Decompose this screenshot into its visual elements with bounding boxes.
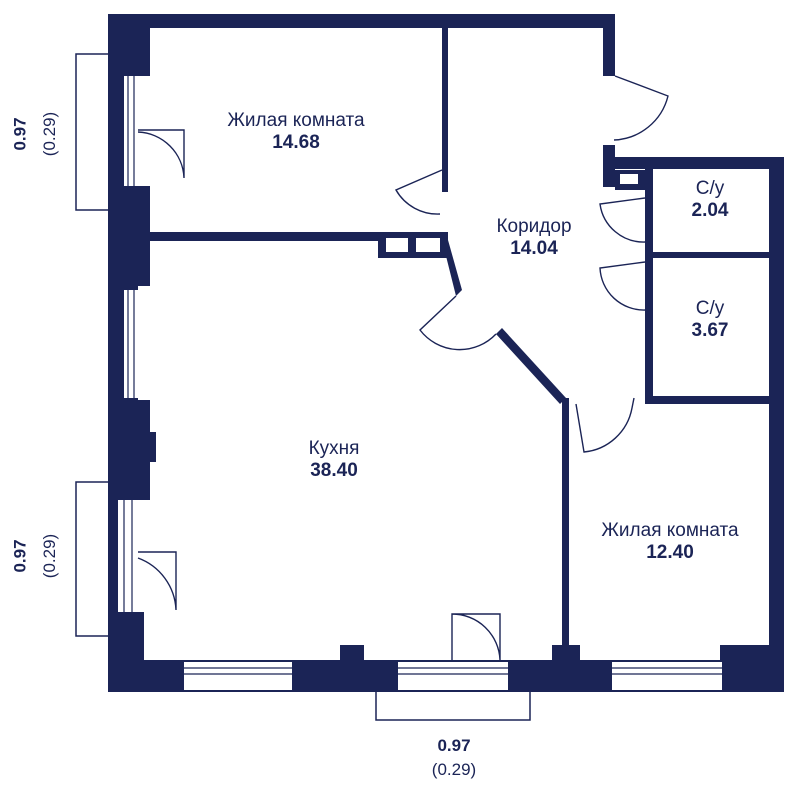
room-area: 12.40	[646, 542, 694, 563]
balcony-1-area-reduced: (0.29)	[40, 111, 60, 157]
balcony-2-area-reduced: (0.29)	[40, 533, 60, 579]
balcony-2-area: 0.97	[10, 539, 30, 573]
room-bathroom-1: С/у 2.04	[692, 178, 729, 222]
balcony-1-area: 0.97	[10, 117, 30, 151]
room-living-2: Жилая комната 12.40	[601, 520, 738, 564]
room-name: Коридор	[496, 216, 572, 237]
room-living-1: Жилая комната 14.68	[227, 110, 364, 154]
room-area: 2.04	[691, 200, 729, 221]
room-bathroom-2: С/у 3.67	[692, 298, 729, 342]
room-name: Жилая комната	[601, 520, 739, 541]
room-area: 14.04	[510, 238, 558, 259]
shaft-openings	[386, 174, 764, 252]
room-area: 38.40	[310, 460, 358, 481]
room-name: Жилая комната	[227, 110, 365, 131]
room-area: 14.68	[272, 132, 320, 153]
window-frames	[123, 76, 722, 675]
doors	[137, 75, 669, 661]
room-name: С/у	[695, 178, 725, 199]
room-corridor: Коридор 14.04	[496, 216, 571, 260]
balcony-3: 0.97 (0.29)	[432, 736, 476, 780]
balcony-outlines	[75, 53, 531, 721]
room-area: 3.67	[691, 320, 729, 341]
balcony-3-area-reduced: (0.29)	[431, 760, 477, 779]
room-name: Кухня	[308, 438, 360, 459]
room-kitchen: Кухня 38.40	[309, 438, 360, 482]
balcony-3-area: 0.97	[437, 736, 471, 755]
room-name: С/у	[695, 298, 725, 319]
